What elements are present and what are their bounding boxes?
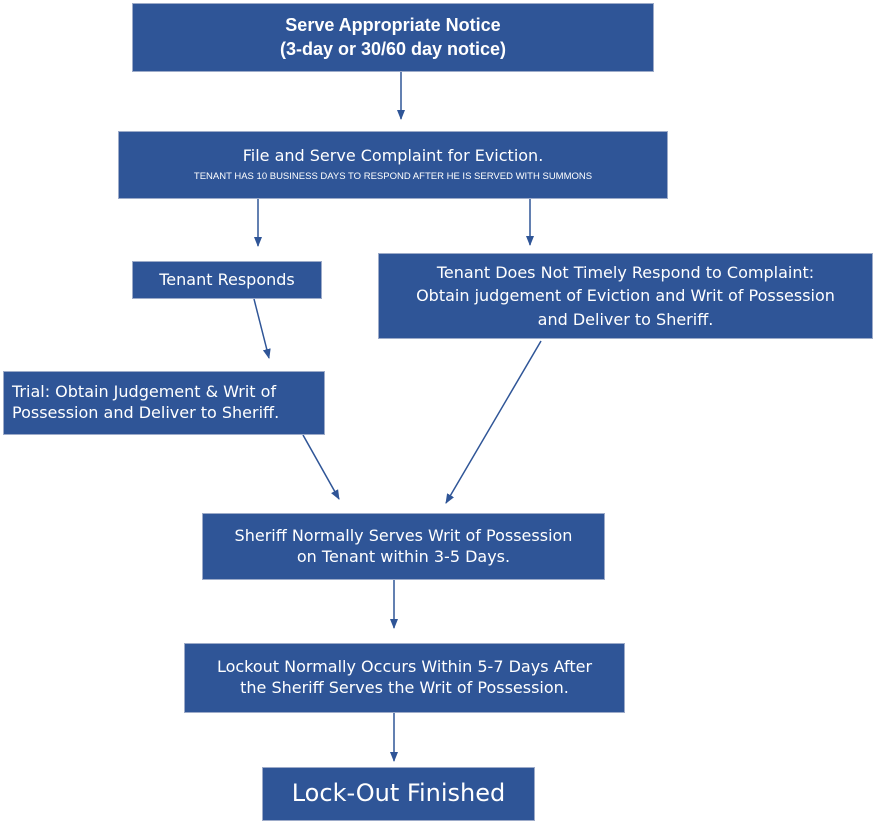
lockout-occurs-line-1: Lockout Normally Occurs Within 5-7 Days … (216, 657, 593, 677)
lockout-occurs-box: Lockout Normally Occurs Within 5-7 Days … (184, 643, 625, 713)
file-complaint-subtitle: TENANT HAS 10 BUSINESS DAYS TO RESPOND A… (193, 171, 593, 183)
lockout-finished-label: Lock-Out Finished (291, 779, 506, 808)
trial-line-2: Possession and Deliver to Sheriff. (12, 403, 280, 422)
file-complaint-title: File and Serve Complaint for Eviction. (242, 146, 544, 166)
sheriff-serves-line-1: Sheriff Normally Serves Writ of Possessi… (234, 525, 573, 545)
tenant-responds-box: Tenant Responds (132, 261, 322, 299)
no-response-box: Tenant Does Not Timely Respond to Compla… (378, 253, 873, 339)
serve-notice-line-2: (3-day or 30/60 day notice) (279, 38, 507, 59)
trial-line-1: Trial: Obtain Judgement & Writ of (12, 382, 277, 402)
no-response-line-3: and Deliver to Sheriff. (537, 309, 714, 329)
tenant-responds-label: Tenant Responds (159, 269, 295, 289)
serve-notice-line-1: Serve Appropriate Notice (285, 15, 501, 36)
file-complaint-box: File and Serve Complaint for Eviction. T… (118, 131, 668, 199)
trial-box: Trial: Obtain Judgement & Writ of Posses… (3, 371, 325, 435)
sheriff-serves-box: Sheriff Normally Serves Writ of Possessi… (202, 513, 605, 580)
arrow-trial-to-sheriff (302, 434, 340, 500)
sheriff-serves-line-2: on Tenant within 3-5 Days. (296, 546, 511, 566)
serve-notice-box: Serve Appropriate Notice (3-day or 30/60… (132, 3, 654, 72)
no-response-line-1: Tenant Does Not Timely Respond to Compla… (436, 263, 815, 283)
no-response-line-2: Obtain judgement of Eviction and Writ of… (416, 286, 835, 306)
arrow-no-response-to-sheriff (445, 340, 542, 504)
lockout-finished-box: Lock-Out Finished (262, 767, 535, 821)
lockout-occurs-line-2: the Sheriff Serves the Writ of Possessio… (240, 678, 569, 697)
arrow-responds-to-trial (253, 298, 271, 359)
